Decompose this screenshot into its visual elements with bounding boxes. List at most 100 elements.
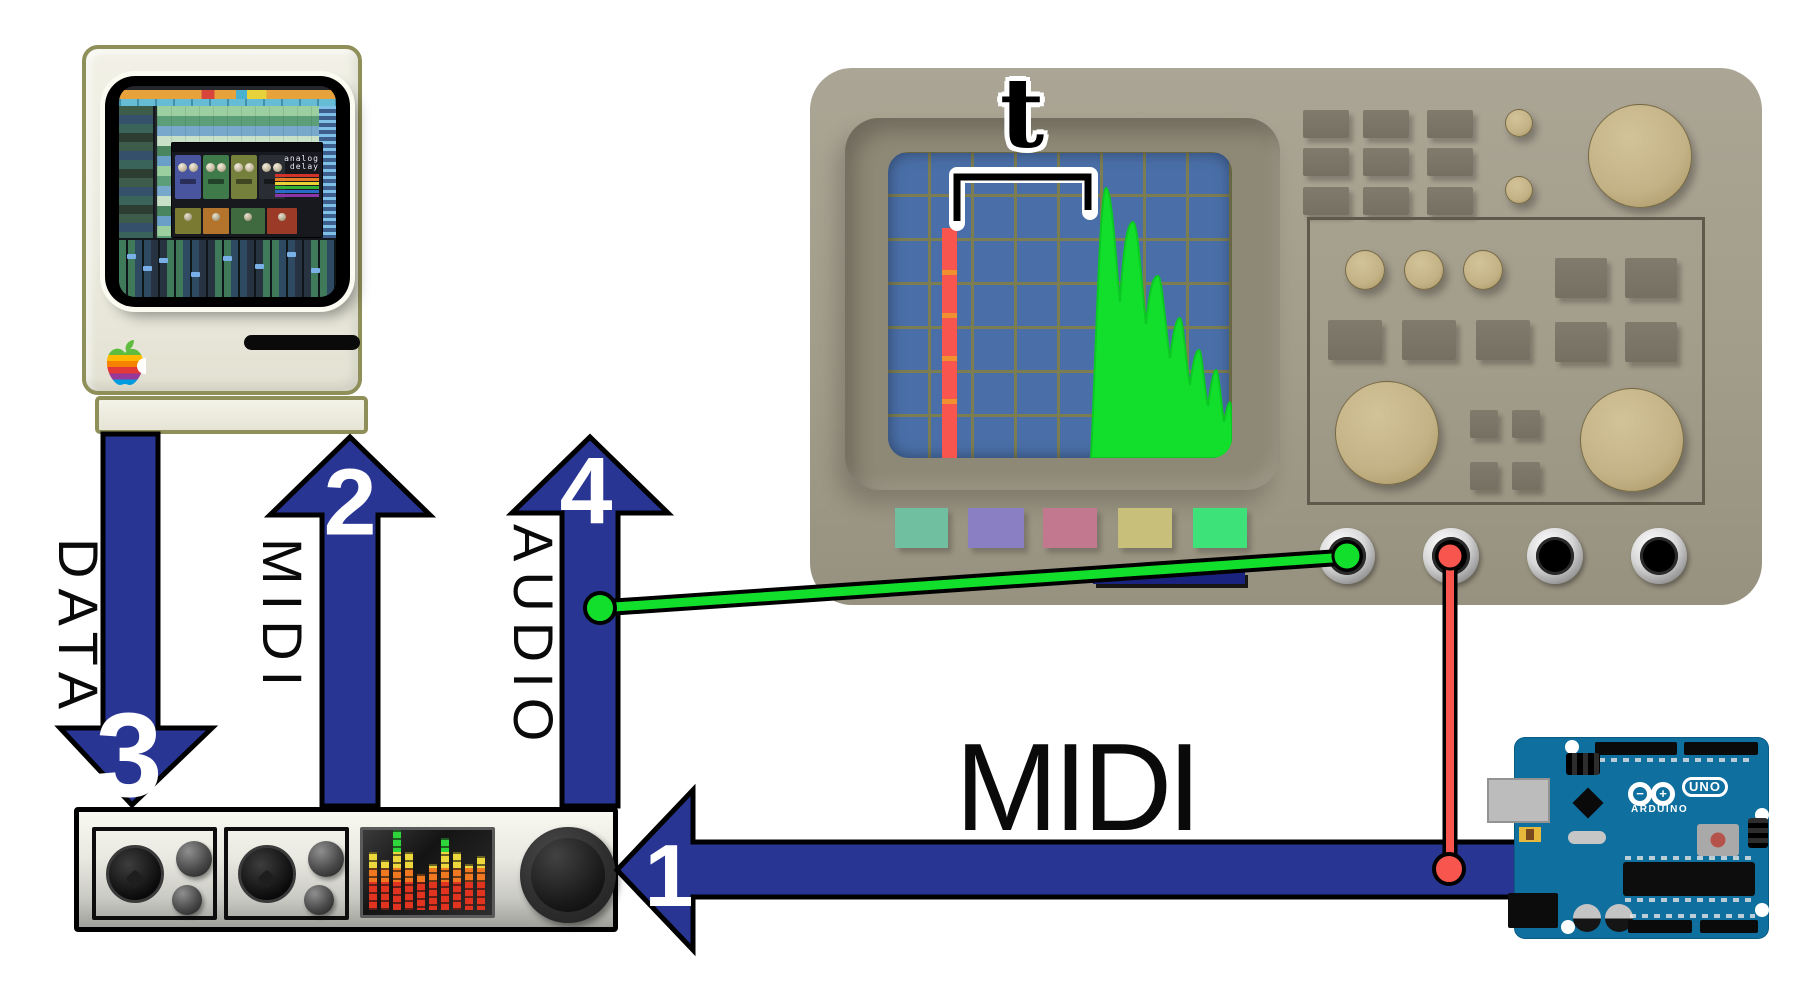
audio-interface [74,807,618,932]
scope-button [1476,320,1530,360]
scope-knob [1345,250,1385,290]
step-number-4: 4 [559,438,613,545]
pin-header [1595,742,1677,755]
scope-control-panel [1307,217,1705,505]
trigger-line [942,228,957,458]
icsp-header [1748,818,1768,848]
scope-button [1303,110,1349,138]
step-number-2: 2 [323,449,377,556]
plugin-sub-section [203,208,229,234]
mixer-fader [143,266,152,271]
daw-track-list [119,106,155,238]
scope-button [1470,410,1498,438]
mixer-fader [311,268,320,273]
scope-screen-bezel [845,118,1280,490]
meter-column [417,874,425,910]
time-label: t [999,56,1045,170]
pin-header [1684,742,1758,755]
scope-input-jack-1 [1319,528,1375,584]
scope-button [1512,462,1540,490]
gain-knob [176,841,212,877]
step-number-3: 3 [95,688,163,822]
xlr-combo-jack [106,845,164,903]
scope-knob-large [1588,104,1692,208]
smd-component [1572,787,1604,819]
meter-column [369,852,377,910]
scope-button [1427,187,1473,215]
interface-input-channel-2 [224,827,349,920]
usb-port [1487,778,1550,823]
mixer-fader [159,258,168,263]
scope-power-switch [1093,571,1245,584]
scope-button [1303,148,1349,176]
scope-input-jack-2 [1423,528,1479,584]
daw-ruler-bar [119,99,336,106]
capacitor [1573,904,1601,932]
plugin-knob-sections [175,155,285,199]
mounting-hole [1565,740,1579,754]
arduino-brand-text: ARDUINO [1631,804,1689,815]
plugin-sub-section [231,208,265,234]
plugin-rainbow-stripes [275,174,319,197]
pin-header [1700,920,1758,933]
meter-column [453,852,461,910]
level-meter-display [360,827,495,918]
scope-knob [1463,250,1503,290]
scope-function-button-green [1193,508,1247,548]
scope-button [1427,148,1473,176]
scope-input-jack-4 [1631,528,1687,584]
chip-pins [1625,856,1753,860]
scope-function-button-khaki [1118,508,1172,548]
midi-vertical-label: MIDI [251,538,314,697]
gain-knob [308,841,344,877]
macintosh-base [95,396,368,434]
audio-label: AUDIO [502,524,565,752]
scope-function-button-purple [968,508,1024,548]
scope-knob-large [1580,388,1684,492]
scope-button [1363,148,1409,176]
power-jack [1508,893,1558,928]
macintosh-case: analog delay [82,45,362,395]
step-number-1: 1 [644,826,694,925]
meter-column [381,860,389,910]
icsp-header [1566,753,1600,775]
scope-button [1363,110,1409,138]
daw-timeline-bar [119,90,336,99]
scope-button [1303,187,1349,215]
midi-horizontal-label: MIDI [955,719,1202,857]
meter-column [441,838,449,910]
crystal-oscillator [1568,831,1606,844]
scope-button [1427,110,1473,138]
interface-input-channel-1 [92,827,217,920]
plugin-section [175,155,201,199]
meter-column [429,864,437,910]
xlr-combo-jack [238,845,296,903]
pin-header [1628,920,1692,933]
scope-knob-large [1335,381,1439,485]
scope-function-button-pink [1043,508,1097,548]
macintosh-screen-bezel: analog delay [105,76,350,307]
plugin-logo: analog delay [275,155,319,199]
daw-software-screen: analog delay [119,86,336,297]
plugin-sub-sections [175,208,297,234]
meter-column [405,852,413,910]
mixer-fader [223,256,232,261]
mounting-hole [1755,903,1769,917]
scope-function-button-teal [895,508,948,548]
scope-screen [888,152,1232,458]
daw-mixer-console [119,238,336,297]
uno-badge: UNO [1682,777,1728,797]
pin-labels [1599,758,1755,762]
plugin-title-bar [172,143,322,152]
scope-button [1625,258,1677,298]
daw-master-meter [319,106,336,238]
trim-knob [172,885,202,915]
interface-volume-knob [520,827,616,923]
macintosh-computer: analog delay [82,45,368,435]
scope-knob-small [1505,109,1533,137]
mixer-fader [287,252,296,257]
red-wire-end [1432,852,1466,886]
scope-button [1625,322,1677,362]
mixer-fader [191,272,200,277]
arduino-uno: − + UNO ARDUINO [1487,738,1769,938]
